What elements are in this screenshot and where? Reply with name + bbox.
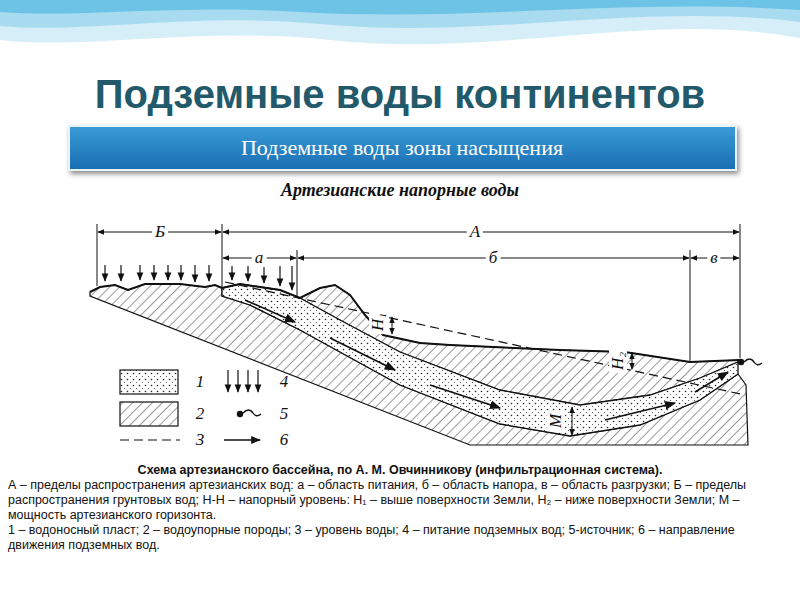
legend-number: 3 [196, 430, 205, 450]
dimension-label: H₁ [369, 310, 387, 334]
ground-surface [90, 284, 740, 362]
wave-decoration [0, 0, 800, 15]
flow-arrows [245, 300, 728, 420]
caption: Схема артезианского бассейна, по А. М. О… [8, 463, 792, 478]
slide-title: Подземные воды континентов [95, 72, 705, 117]
legend-sample-flow [224, 439, 260, 440]
dimension-label: Б [152, 223, 168, 241]
dimension-label: б [486, 249, 501, 267]
band-text: Подземные воды зоны насыщения [241, 135, 563, 161]
heading-band: Подземные воды зоны насыщения [68, 125, 737, 171]
dimension-label: А [467, 223, 483, 241]
aquifer [222, 284, 738, 436]
legend-sample-aquiclude [120, 402, 178, 426]
aquiclude [90, 284, 748, 445]
pressure-level [225, 282, 745, 395]
legend-sample-spring [237, 410, 261, 417]
wave-decoration [0, 0, 800, 28]
recharge-arrows [105, 265, 292, 290]
legend-number: 2 [196, 404, 205, 424]
dimension-label: а [252, 249, 267, 267]
legend-number: 1 [196, 372, 205, 392]
legend-number: 4 [280, 372, 289, 392]
dimension-label: H₂ [609, 349, 627, 373]
spring-symbol [738, 359, 762, 365]
caption-note: 1 – водоносный пласт; 2 – водоупорные по… [8, 523, 792, 553]
legend-number: 6 [280, 430, 289, 450]
subtitle: Артезианские напорные воды [281, 180, 519, 201]
aquifer [222, 284, 738, 436]
dimension-lines [97, 224, 740, 435]
legend-number: 5 [280, 404, 289, 424]
wave-decoration [0, 0, 800, 44]
caption-note: А – пределы распространения артезианских… [8, 478, 792, 523]
legend-sample-level [120, 439, 180, 440]
legend-sample-aquifer [120, 370, 178, 394]
caption-block: Схема артезианского бассейна, по А. М. О… [8, 463, 792, 553]
legend-sample-recharge [228, 370, 258, 392]
dimension-label: M [547, 411, 565, 431]
dimension-label: в [707, 249, 720, 267]
